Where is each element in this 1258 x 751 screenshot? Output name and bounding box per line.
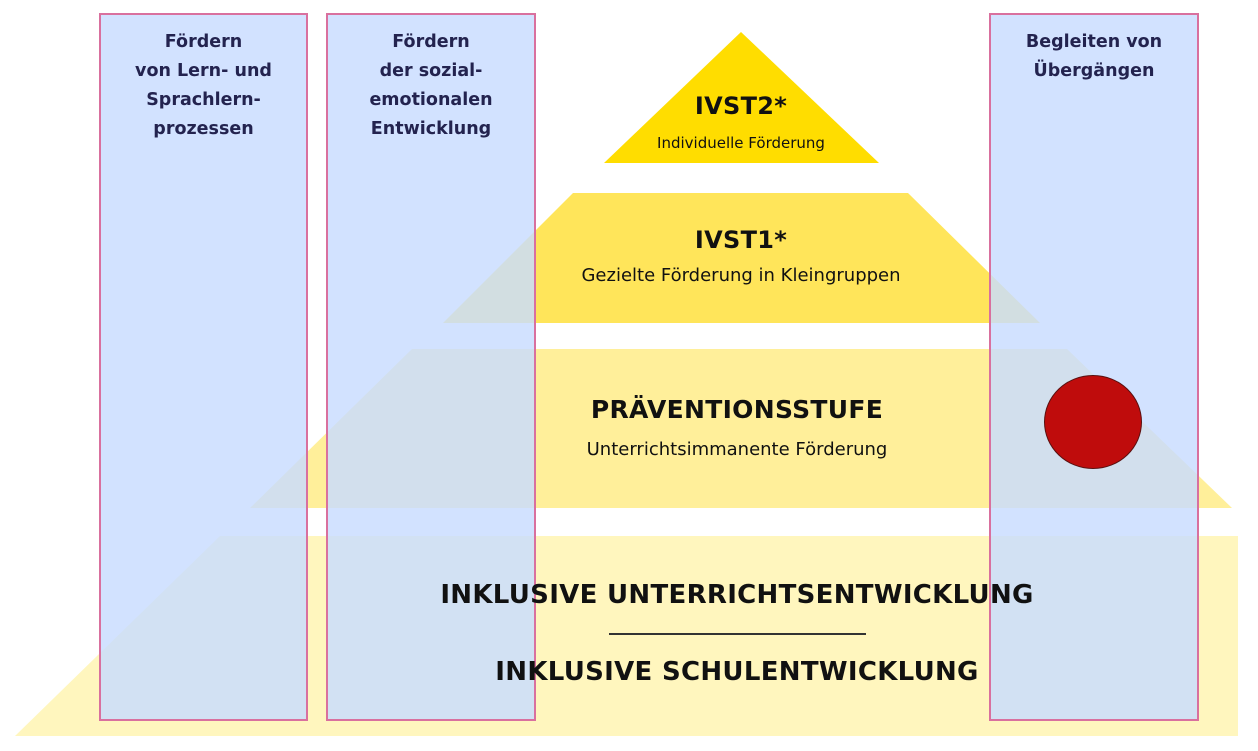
column-label: Fördern der sozial- emotionalen Entwickl…: [369, 32, 493, 139]
column-uebergaenge: Begleiten von Übergängen: [989, 13, 1199, 721]
column-label: Begleiten von Übergängen: [1025, 32, 1163, 81]
red-marker-dot: [1044, 375, 1142, 469]
basis-line1: INKLUSIVE UNTERRICHTSENTWICKLUNG: [440, 580, 1034, 610]
basis-line2: INKLUSIVE SCHULENTWICKLUNG: [495, 657, 979, 687]
column-lern-sprachlern: Fördern von Lern- und Sprachlern- prozes…: [99, 13, 308, 721]
ivst2-title: IVST2*: [694, 92, 788, 120]
ivst1-trapezoid: [443, 193, 1040, 323]
basis-trapezoid: [15, 536, 1238, 736]
praevention-subtitle: Unterrichtsimmanente Förderung: [586, 439, 888, 460]
praevention-title: PRÄVENTIONSSTUFE: [590, 395, 884, 424]
ivst2-triangle: [604, 32, 879, 163]
column-label: Fördern von Lern- und Sprachlern- prozes…: [135, 32, 272, 139]
column-sozial-emotional: Fördern der sozial- emotionalen Entwickl…: [326, 13, 536, 721]
ivst1-subtitle: Gezielte Förderung in Kleingruppen: [581, 265, 901, 286]
ivst1-title: IVST1*: [694, 226, 788, 254]
ivst2-subtitle: Individuelle Förderung: [657, 134, 825, 152]
